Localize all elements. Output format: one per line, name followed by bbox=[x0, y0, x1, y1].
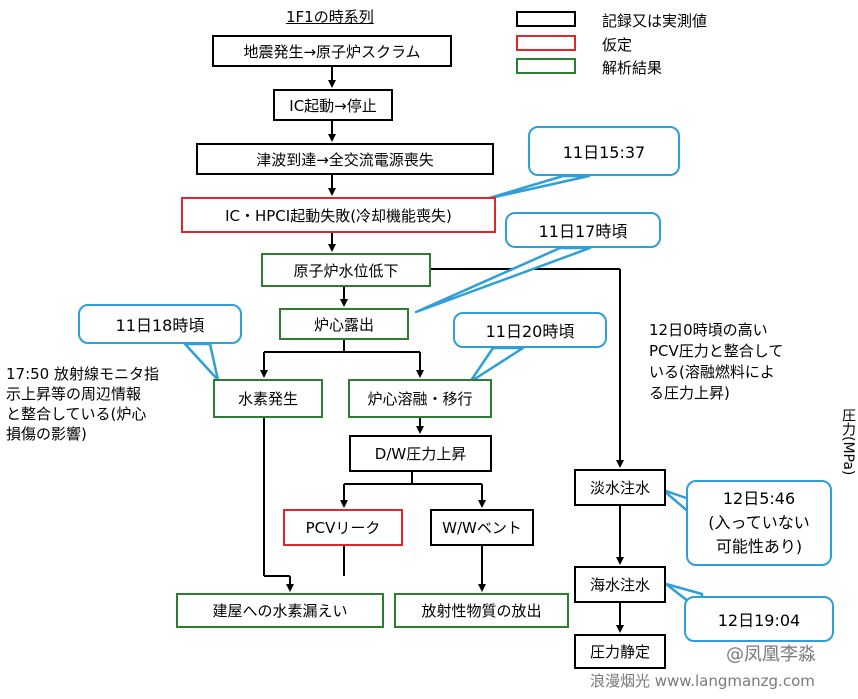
node-core-exposure: 炉心露出 bbox=[279, 308, 409, 340]
node-earthquake-scram: 地震発生→原子炉スクラム bbox=[212, 35, 452, 67]
node-hydrogen-generation: 水素発生 bbox=[213, 379, 323, 418]
legend-label-analysis: 解析結果 bbox=[602, 59, 663, 77]
node-pcv-leak: PCVリーク bbox=[283, 509, 403, 546]
legend-swatch-analysis bbox=[516, 58, 576, 74]
note-radiation-monitor: 17:50 放射線モニタ指 示上昇等の周辺情報 と整合している(炉心 損傷の影響… bbox=[6, 365, 159, 443]
node-ww-vent: W/Wベント bbox=[430, 509, 534, 546]
legend-label-record: 記録又は実測値 bbox=[602, 12, 708, 30]
callout-12-19-04: 12日19:04 bbox=[684, 596, 834, 642]
node-building-hydrogen-leak: 建屋への水素漏えい bbox=[176, 593, 384, 628]
legend-swatch-assumption bbox=[516, 35, 576, 51]
diagram-title: 1F1の時系列 bbox=[286, 8, 374, 26]
node-tsunami-blackout: 津波到達→全交流電源喪失 bbox=[196, 143, 494, 175]
legend-swatch-record bbox=[516, 11, 576, 27]
node-seawater-injection: 海水注水 bbox=[574, 566, 666, 603]
callout-11-17: 11日17時頃 bbox=[505, 212, 661, 248]
callout-11-20: 11日20時頃 bbox=[453, 312, 607, 348]
note-pcv-pressure: 12日0時頃の高い PCV圧力と整合して いる(溶融燃料によ る圧力上昇) bbox=[649, 321, 784, 402]
node-dw-pressure-rise: D/W圧力上昇 bbox=[349, 435, 492, 472]
side-axis-label: 圧力(MPa) bbox=[840, 408, 856, 476]
node-pressure-stable: 圧力静定 bbox=[574, 634, 666, 669]
node-freshwater-injection: 淡水注水 bbox=[574, 469, 666, 506]
callout-11-18: 11日18時頃 bbox=[78, 304, 242, 344]
watermark-site: 浪漫烟光 www.langmanzg.com bbox=[590, 672, 815, 690]
node-radioactive-release: 放射性物質の放出 bbox=[394, 593, 569, 628]
node-ic-hpci-failure: IC・HPCI起動失敗(冷却機能喪失) bbox=[181, 197, 496, 233]
node-core-melt: 炉心溶融・移行 bbox=[348, 379, 492, 418]
callout-11-15-37: 11日15:37 bbox=[528, 126, 680, 176]
node-water-level-drop: 原子炉水位低下 bbox=[261, 253, 431, 287]
callout-12-5-46: 12日5:46 (入っていない 可能性あり) bbox=[686, 480, 832, 566]
legend-label-assumption: 仮定 bbox=[602, 36, 633, 54]
watermark-weibo: @凤凰李淼 bbox=[726, 644, 816, 665]
node-ic-start-stop: IC起動→停止 bbox=[273, 89, 393, 121]
